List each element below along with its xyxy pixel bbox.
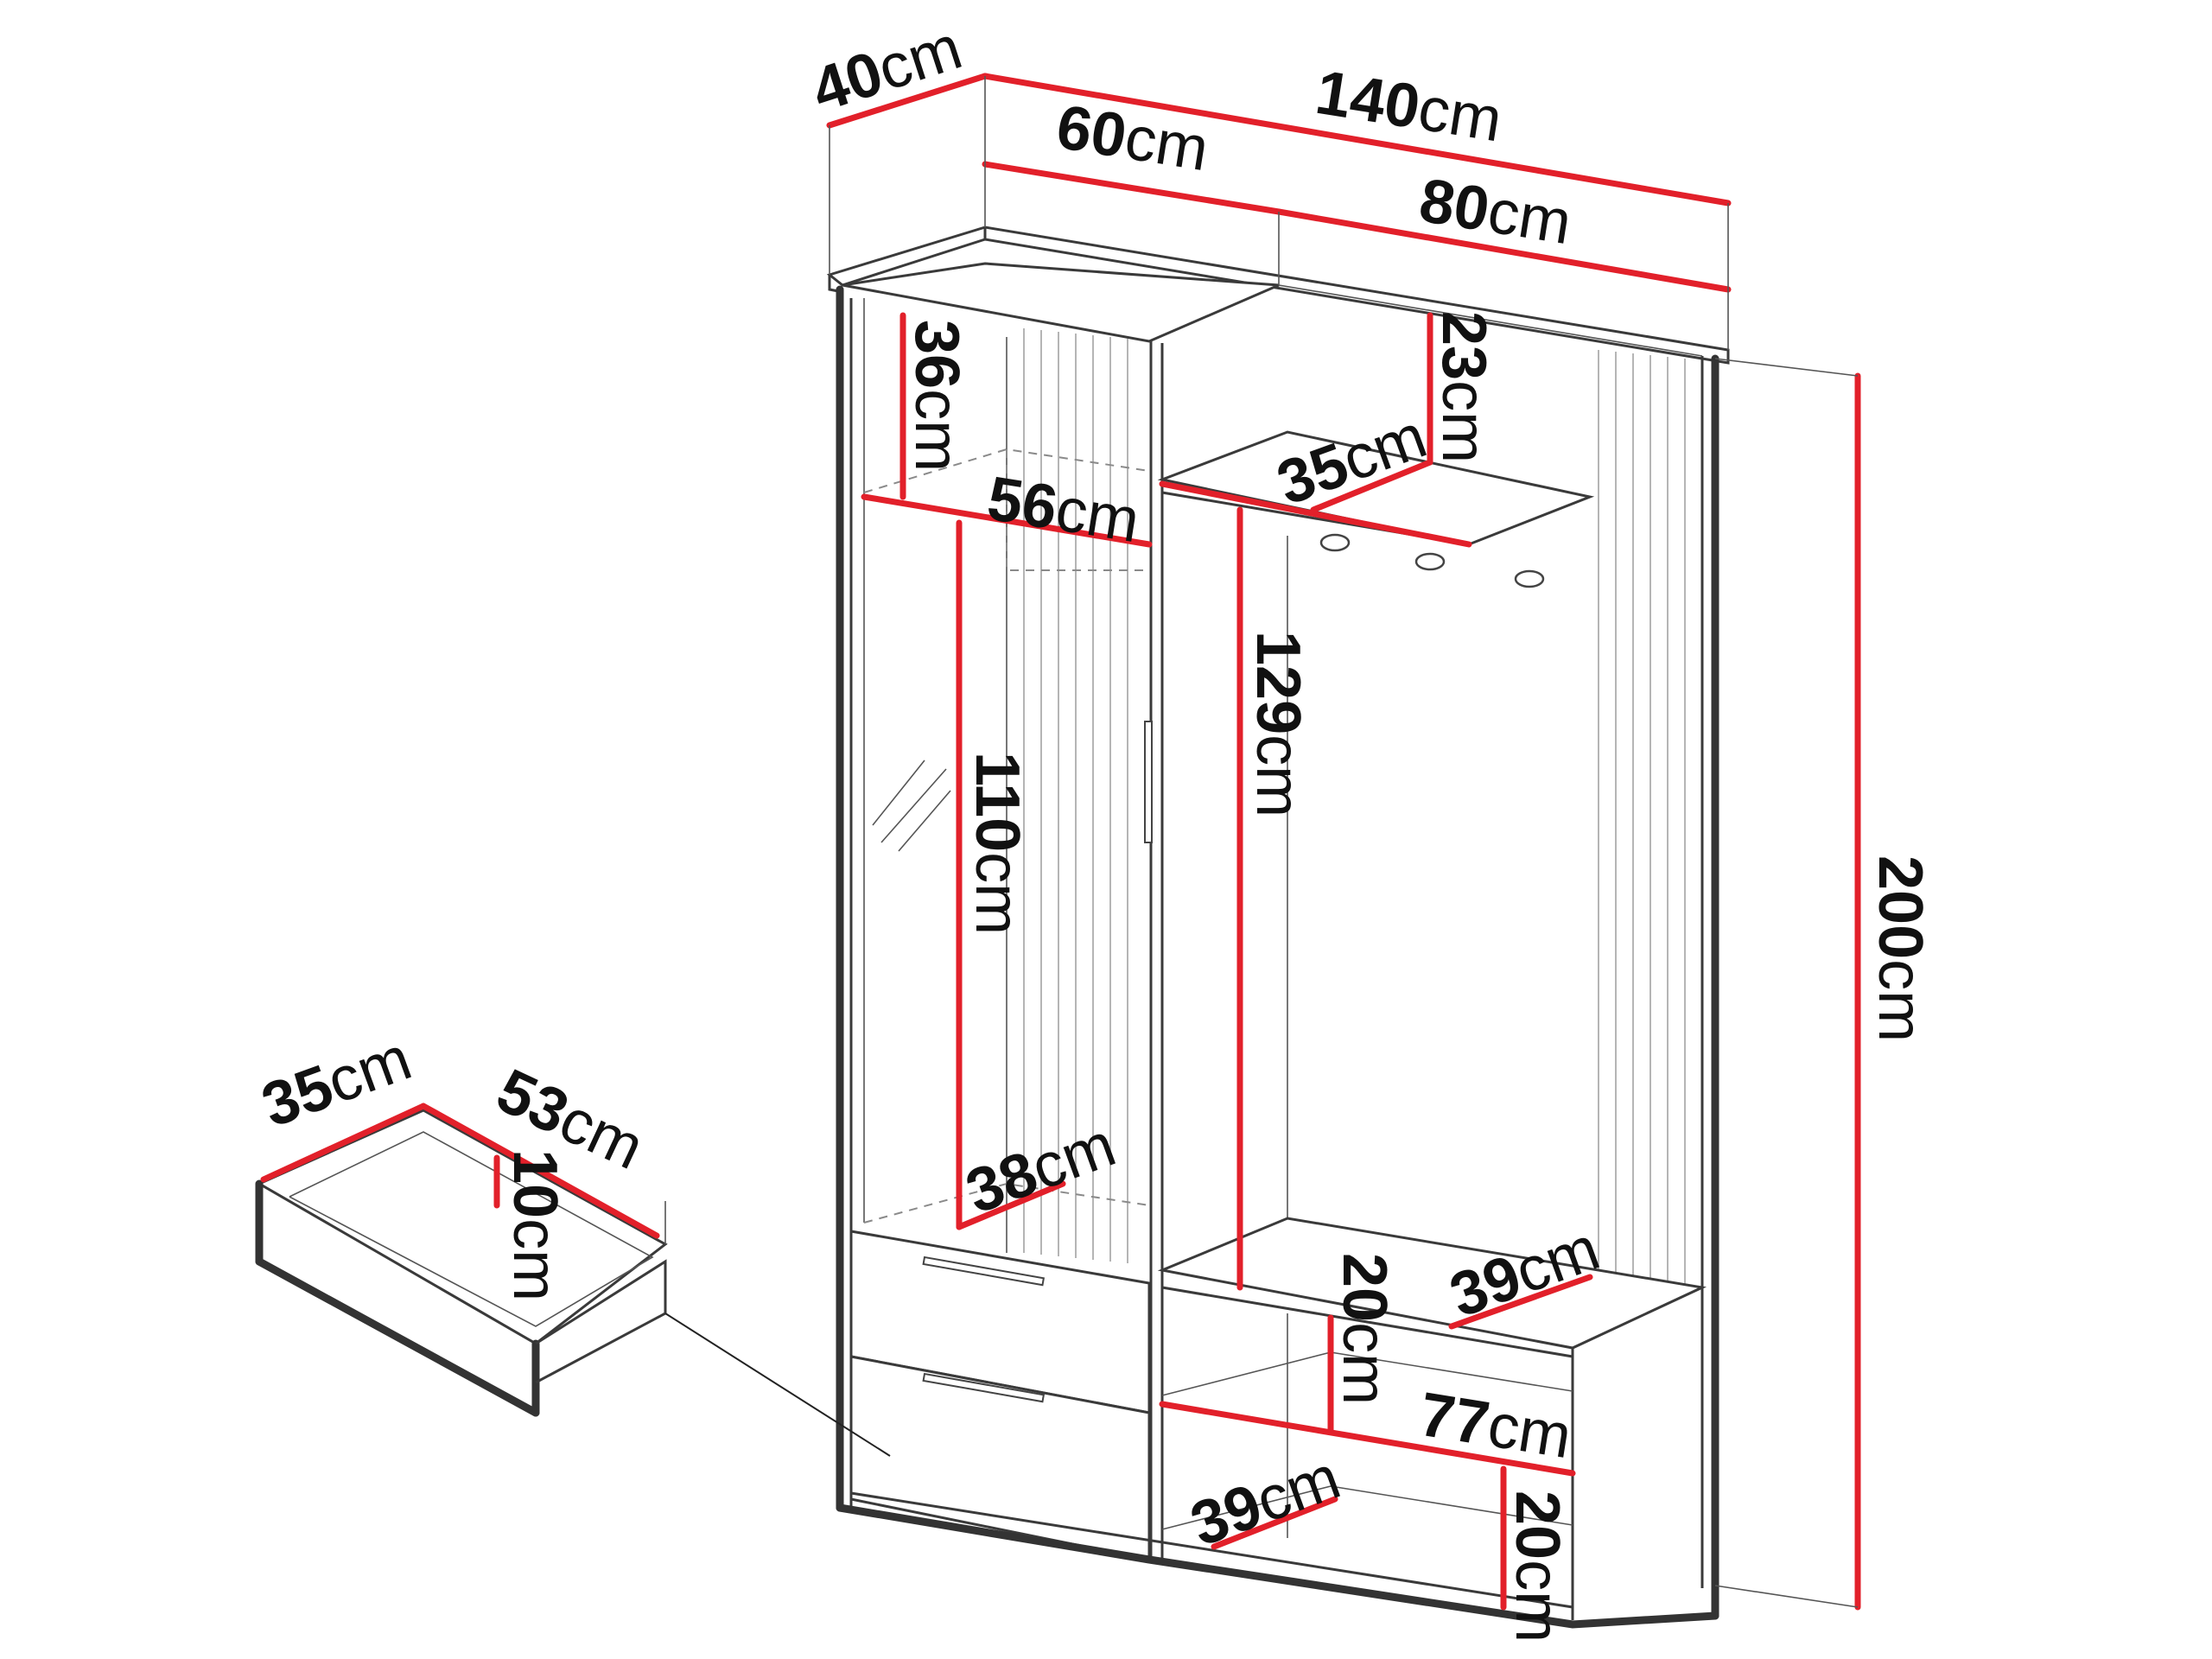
dim-line-40 (826, 73, 988, 129)
drawer-handle-bottom (922, 1372, 1046, 1403)
label-129cm: 129cm (1243, 631, 1313, 817)
dim-line-39-lower (1211, 1496, 1338, 1550)
label-36cm: 36cm (902, 320, 971, 472)
dim-line-38 (956, 1180, 1066, 1230)
dim-line-60 (982, 161, 1282, 215)
label-20cm-lower: 20cm (1503, 1491, 1572, 1643)
label-110cm: 110cm (963, 752, 1032, 935)
mirror-reflection (872, 760, 951, 852)
label-140cm: 140cm (1311, 58, 1506, 156)
wardrobe-outline (826, 226, 1730, 1629)
label-drawer-10cm: 10cm (500, 1149, 569, 1301)
drawer-detail-outline (255, 1109, 891, 1457)
label-60cm: 60cm (1052, 92, 1212, 185)
dimension-labels: 40cm 140cm 60cm 80cm 200cm 36cm 56cm 110… (253, 13, 1935, 1643)
dim-line-140 (982, 73, 1732, 207)
dim-line-77 (1159, 1401, 1576, 1477)
dim-line-35 (1310, 459, 1433, 513)
label-77cm: 77cm (1414, 1380, 1575, 1472)
drawer-handle-top (922, 1255, 1046, 1287)
label-56cm: 56cm (982, 464, 1143, 556)
dim-line-80 (1275, 208, 1732, 293)
label-20cm-upper: 20cm (1330, 1253, 1399, 1405)
dim-line-hat (1159, 480, 1472, 548)
dim-line-39-upper (1448, 1274, 1593, 1330)
door-handle (1144, 721, 1153, 843)
dimension-lines (260, 73, 1861, 1611)
coat-hooks (1319, 533, 1545, 588)
dim-line-drawer-53 (420, 1103, 660, 1239)
dim-line-56 (861, 493, 1153, 548)
label-200cm: 200cm (1866, 855, 1935, 1042)
dim-line-drawer-35 (260, 1103, 427, 1183)
ribbed-panel-right (1598, 350, 1686, 1287)
label-23cm: 23cm (1429, 311, 1498, 463)
extension-lines (664, 76, 1859, 1608)
label-39cm-lower: 39cm (1182, 1443, 1349, 1560)
ribbed-panel-left (1023, 328, 1128, 1263)
label-80cm: 80cm (1414, 166, 1575, 258)
